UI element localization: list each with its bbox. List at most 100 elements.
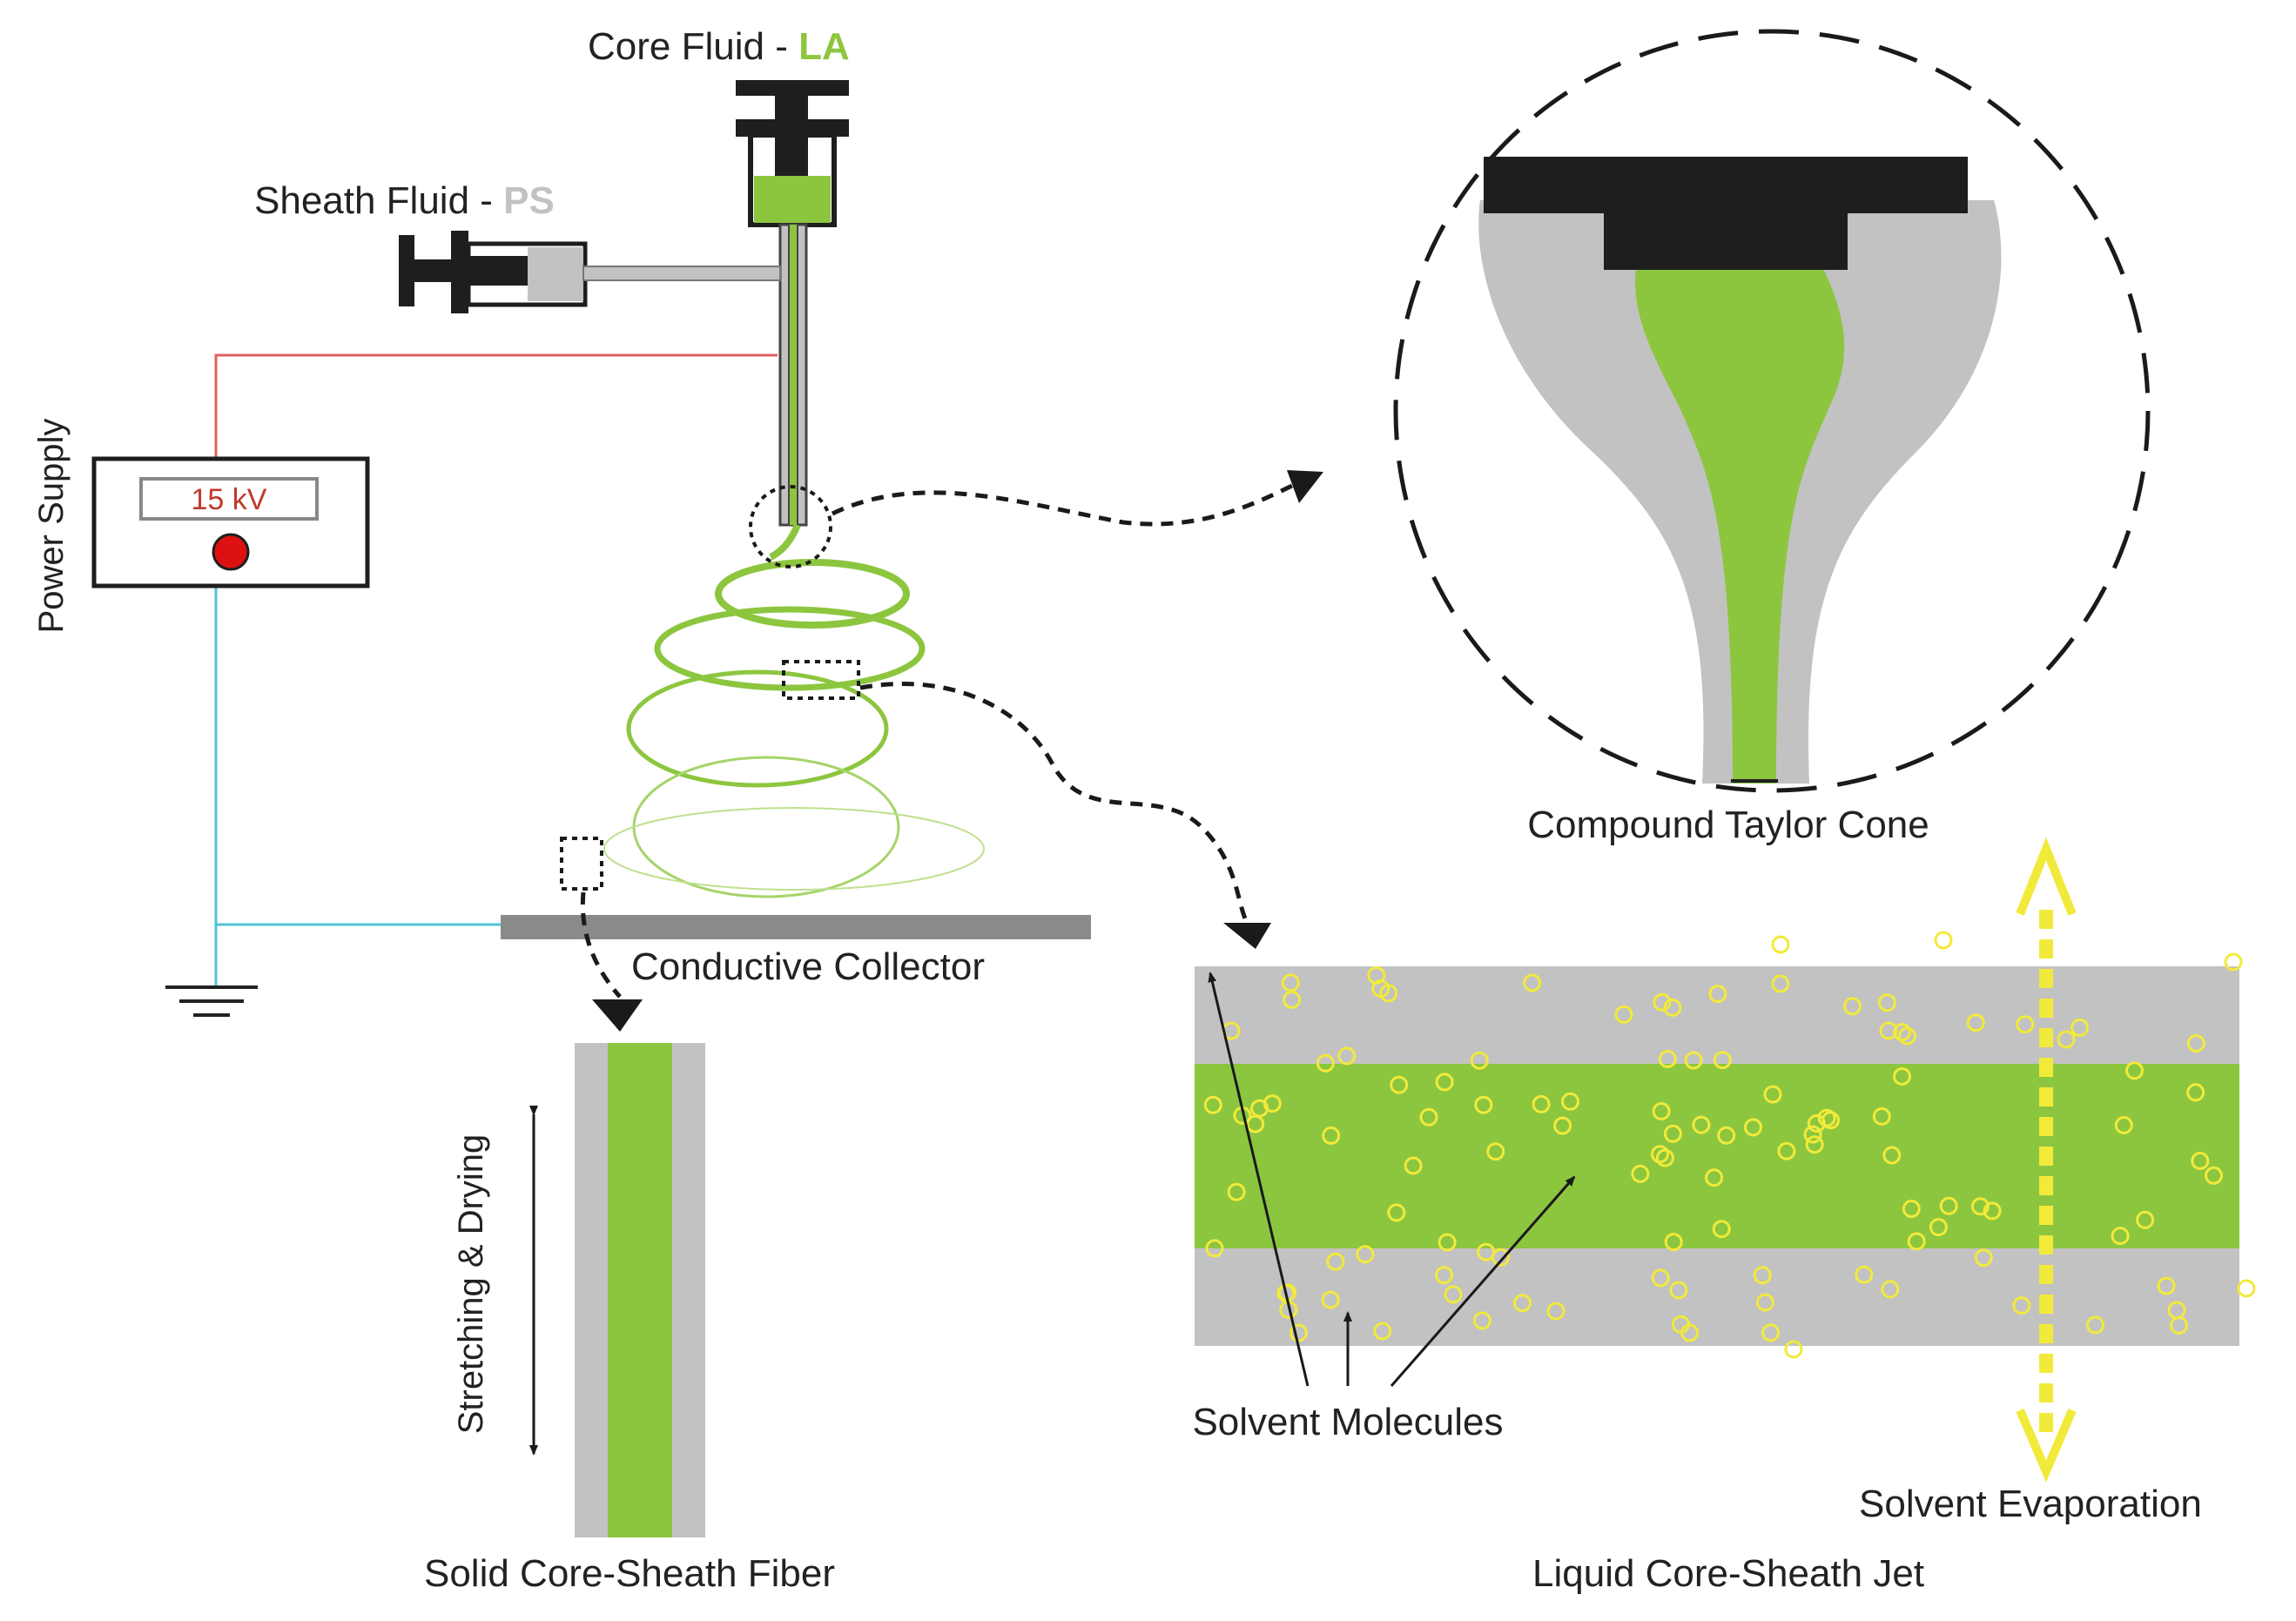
- jet-callout-box: [782, 660, 860, 700]
- solvent-molecule-ring: [1546, 1302, 1565, 1321]
- solvent-molecule-pointers: [1208, 972, 1576, 1387]
- sheath-fluid-label: Sheath Fluid - PS: [254, 179, 555, 222]
- solvent-molecule-ring: [1934, 931, 1953, 950]
- solvent-molecule-ring: [1717, 1126, 1736, 1145]
- core-cone: [1635, 261, 1845, 784]
- needle-tip-block: [1484, 157, 1968, 213]
- voltage-readout: 15 kV: [192, 483, 267, 516]
- sheath-fluid-prefix: Sheath Fluid -: [254, 179, 503, 222]
- solvent-molecule-ring: [1882, 1146, 1902, 1165]
- solvent-molecule-ring: [1655, 1148, 1674, 1167]
- liquid-jet-label: Liquid Core-Sheath Jet: [1532, 1552, 1924, 1595]
- solvent-molecule-ring: [1435, 1073, 1454, 1092]
- compound-cone-label: Compound Taylor Cone: [1527, 804, 1929, 846]
- solvent-molecule-ring: [1474, 1095, 1493, 1114]
- solvent-molecule-ring: [1326, 1252, 1345, 1271]
- solvent-molecule-ring: [2012, 1296, 2031, 1315]
- solvent-molecule-ring: [1477, 1242, 1496, 1261]
- solvent-molecule-ring: [1817, 1108, 1836, 1127]
- solvent-molecule-ring: [1713, 1051, 1732, 1070]
- solvent-molecule-ring: [1708, 985, 1727, 1004]
- solvent-molecule-ring: [1705, 1168, 1724, 1187]
- power-supply-box: 15 kV: [91, 456, 370, 589]
- solvent-molecule-ring: [2205, 1166, 2223, 1185]
- solvent-evaporation-label: Solvent Evaporation: [1859, 1483, 2202, 1525]
- solvent-molecule-ring: [2167, 1301, 2186, 1320]
- solvent-molecule-ring: [1276, 1284, 1296, 1303]
- wiring: [214, 353, 778, 985]
- solvent-molecule-ring: [1684, 1051, 1703, 1070]
- solvent-molecule-ring: [1983, 1201, 2002, 1221]
- solvent-molecule-ring: [1692, 1115, 1711, 1134]
- solvent-molecule-ring: [1712, 1220, 1731, 1239]
- solvent-molecule-ring: [1669, 1281, 1688, 1300]
- solvent-molecule-ring: [2125, 1061, 2144, 1080]
- solvent-molecule-ring: [1893, 1023, 1912, 1042]
- solvent-molecule-ring: [2224, 952, 2243, 972]
- solvent-molecule-ring: [2070, 1018, 2089, 1037]
- solvent-molecule-ring: [2186, 1034, 2205, 1053]
- liquid-jet: [1195, 966, 2239, 1346]
- stretching-drying-label: Stretching & Drying: [452, 1134, 490, 1435]
- solvent-molecule-ring: [1322, 1126, 1341, 1145]
- needle-tip-inner: [1604, 209, 1848, 270]
- solvent-molecule-ring: [1881, 1280, 1900, 1299]
- solvent-molecule-ring: [1283, 990, 1302, 1009]
- solvent-molecule-ring: [1250, 1099, 1269, 1118]
- solvent-molecule-ring: [2086, 1315, 2104, 1335]
- solvent-molecule-ring: [2016, 1015, 2035, 1034]
- solvent-molecule-ring: [1512, 1294, 1532, 1313]
- solvent-molecule-ring: [1763, 1085, 1782, 1104]
- solvent-molecule-ring: [1893, 1067, 1911, 1086]
- solvent-molecule-ring: [1281, 973, 1300, 992]
- solvent-molecule-ring: [1771, 974, 1790, 993]
- solvent-molecule-ring: [1784, 1340, 1803, 1359]
- solvent-molecule-ring: [1805, 1135, 1824, 1154]
- solvent-evaporation-arrow: [2016, 837, 2077, 1483]
- solvent-molecule-ring: [1753, 1266, 1772, 1285]
- solvent-molecule-ring: [1939, 1196, 1958, 1215]
- solvent-molecule-ring: [1777, 1141, 1796, 1160]
- solvent-molecule-ring: [1652, 1102, 1671, 1120]
- solvent-molecule-ring: [1404, 1156, 1423, 1175]
- core-fluid-material: LA: [798, 25, 850, 68]
- solvent-molecule-ring: [1663, 998, 1682, 1017]
- solvent-molecule-ring: [1855, 1265, 1874, 1284]
- conductive-collector-label: Conductive Collector: [631, 945, 985, 988]
- solvent-molecule-ring: [1390, 1075, 1409, 1094]
- solvent-molecule-ring: [1614, 1005, 1633, 1024]
- conductive-collector-plate: [501, 915, 1091, 939]
- sheath-syringe: [399, 231, 781, 313]
- ground-symbol-icon: [165, 985, 258, 1017]
- core-syringe: [736, 80, 849, 227]
- taylor-cone-callout-circle: [749, 485, 832, 568]
- solvent-molecule-ring: [1203, 1095, 1222, 1114]
- solvent-molecule-ring: [1658, 1050, 1677, 1068]
- solvent-molecule-ring: [1879, 1021, 1898, 1040]
- arrowhead-cone: [1287, 470, 1323, 503]
- solvent-molecule-ring: [1756, 1293, 1774, 1312]
- solvent-molecule-ring: [1387, 1203, 1406, 1222]
- solvent-molecule-ring: [1356, 1245, 1375, 1264]
- solvent-molecule-ring: [1966, 1013, 1985, 1032]
- solvent-molecule-ring: [1321, 1290, 1340, 1309]
- solvent-molecule-ring: [1872, 1106, 1891, 1126]
- solvent-molecule-ring: [2186, 1083, 2205, 1102]
- solvent-molecule-ring: [1974, 1248, 1993, 1268]
- solvent-molecule-ring: [1663, 1124, 1682, 1143]
- solvent-molecule-ring: [2114, 1116, 2133, 1134]
- solvent-molecule-ring: [1472, 1311, 1491, 1330]
- solvent-molecule-ring: [1664, 1233, 1683, 1252]
- solid-fiber: [575, 1043, 705, 1537]
- solvent-molecule-ring: [1651, 1268, 1670, 1288]
- solid-fiber-label: Solid Core-Sheath Fiber: [424, 1552, 835, 1595]
- power-supply-label: Power Supply: [32, 419, 71, 634]
- core-fluid-label: Core Fluid - LA: [588, 25, 850, 68]
- solvent-molecule-ring: [1929, 1218, 1948, 1237]
- solvent-molecule-ring: [1631, 1164, 1650, 1183]
- solvent-molecule-ring: [2111, 1227, 2130, 1246]
- solvent-molecule-ring: [1470, 1051, 1489, 1070]
- solvent-molecule-ring: [1289, 1323, 1308, 1342]
- solvent-molecule-ring: [1907, 1232, 1926, 1251]
